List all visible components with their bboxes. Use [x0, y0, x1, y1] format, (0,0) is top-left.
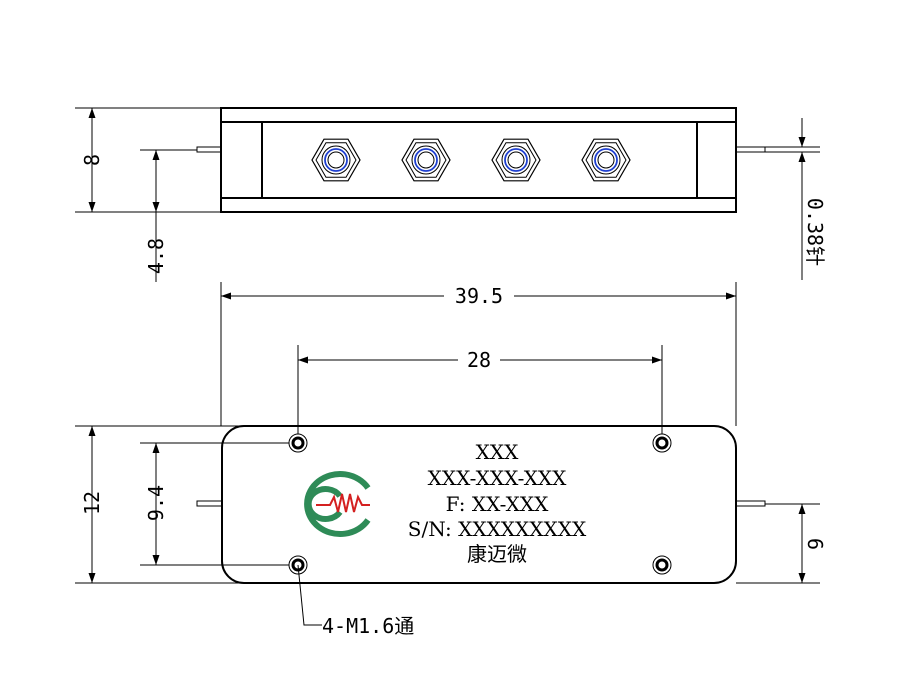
plan-right-pin: [735, 500, 766, 507]
dim-overall-length: 39.5: [455, 284, 503, 308]
sma-connector: [581, 138, 631, 182]
dim-pin-diameter: 0.38针: [803, 198, 827, 266]
dim-height-top: 8: [80, 154, 104, 166]
side-body-outline: [220, 107, 737, 213]
dim-hole-spacing: 28: [467, 348, 491, 372]
plan-view-dimensions: 39.5 28 12 9.4 6 4-M1.6通: [75, 282, 827, 638]
label-line-4: S/N: XXXXXXXXX: [408, 517, 587, 541]
sma-connector: [401, 138, 451, 182]
dim-height-bottom: 12: [80, 491, 104, 515]
sma-connector: [311, 138, 361, 182]
dim-pin-offset: 6: [803, 538, 827, 550]
dim-mount-holes: 4-M1.6通: [322, 614, 414, 638]
dim-hole-vertical-spacing: 9.4: [144, 485, 168, 521]
plan-left-pin: [196, 500, 223, 507]
mount-hole-leader: [297, 564, 322, 626]
mount-hole-top-left: [288, 433, 308, 453]
right-pin: [735, 146, 766, 153]
product-label: XXX XXX-XXX-XXX F: XX-XXX S/N: XXXXXXXXX…: [408, 440, 587, 566]
label-line-1: XXX: [476, 440, 519, 464]
logo-ring: [304, 471, 371, 537]
side-view-dimensions: 8 4.8 0.38针: [75, 107, 827, 282]
company-logo: [304, 471, 371, 537]
side-view: [196, 107, 766, 213]
mount-hole-bottom-right: [652, 555, 672, 575]
label-line-5: 康迈微: [467, 542, 527, 566]
plan-view: XXX XXX-XXX-XXX F: XX-XXX S/N: XXXXXXXXX…: [196, 425, 766, 584]
label-line-3: F: XX-XXX: [446, 492, 550, 516]
connector-group: [311, 138, 631, 182]
dim-connector-height: 4.8: [144, 238, 168, 274]
logo-wave: [316, 493, 370, 513]
label-line-2: XXX-XXX-XXX: [428, 466, 568, 490]
mount-hole-top-right: [652, 433, 672, 453]
sma-connector: [491, 138, 541, 182]
left-pin: [196, 146, 222, 153]
